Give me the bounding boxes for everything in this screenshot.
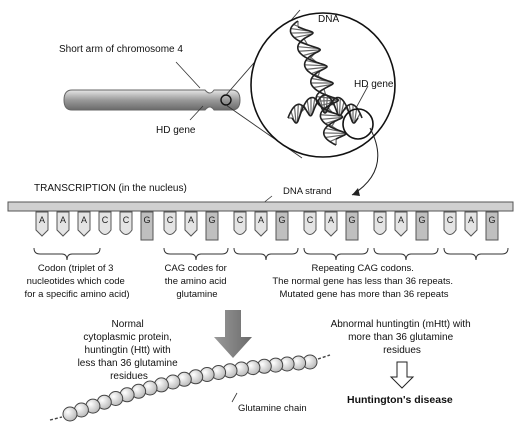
- svg-text:C: C: [377, 215, 384, 225]
- hd-gene-circle-marker: [342, 108, 374, 140]
- helix-rung: [338, 98, 341, 116]
- transcription-label: TRANSCRIPTION (in the nucleus): [34, 183, 187, 194]
- helix-rung: [325, 134, 346, 139]
- helix-rung: [313, 83, 333, 89]
- hd-gene-circle-label: HD gene: [354, 79, 394, 90]
- base-peg: G: [205, 211, 219, 241]
- dna-label: DNA: [318, 14, 339, 25]
- hd-gene-chromosome-label: HD gene: [156, 125, 196, 136]
- helix-rung: [304, 64, 327, 67]
- helix-rung: [321, 116, 343, 120]
- codon-brace: [373, 247, 439, 261]
- helix-rung: [306, 66, 327, 70]
- svg-text:C: C: [237, 215, 244, 225]
- dna-double-helix: [287, 20, 363, 146]
- base-peg: A: [464, 211, 478, 237]
- svg-text:A: A: [468, 215, 474, 225]
- chain-continuation: [49, 416, 63, 421]
- base-peg: G: [140, 211, 154, 241]
- svg-text:G: G: [278, 215, 285, 225]
- helix-rung: [316, 96, 337, 100]
- svg-text:C: C: [123, 215, 130, 225]
- base-peg: A: [184, 211, 198, 237]
- dna-magnified-circle: [250, 12, 396, 158]
- helix-rung: [298, 49, 321, 52]
- helix-backbone: [289, 20, 344, 146]
- helix-rung: [294, 33, 313, 39]
- codon-braces: [33, 247, 509, 261]
- svg-text:A: A: [81, 215, 87, 225]
- svg-text:A: A: [39, 215, 45, 225]
- codon-brace: [303, 247, 369, 261]
- abnormal-protein-label: Abnormal huntingtin (mHtt) with more tha…: [331, 319, 474, 356]
- svg-text:A: A: [258, 215, 264, 225]
- helix-rung: [293, 106, 297, 124]
- svg-text:A: A: [328, 215, 334, 225]
- cag-note: CAG codes for the amino acid glutamine: [165, 263, 230, 300]
- svg-text:G: G: [418, 215, 425, 225]
- codon-brace: [163, 247, 229, 261]
- svg-text:G: G: [208, 215, 215, 225]
- glutamine-bead: [62, 406, 78, 422]
- base-peg: C: [233, 211, 247, 235]
- helix-rung: [353, 107, 358, 123]
- svg-text:G: G: [488, 215, 495, 225]
- helix-rung: [306, 100, 311, 116]
- dna-strand-label: DNA strand: [283, 186, 332, 197]
- base-peg: C: [119, 211, 133, 235]
- base-peg: A: [254, 211, 268, 237]
- svg-text:G: G: [143, 215, 150, 225]
- chromosome-label: Short arm of chromosome 4: [59, 44, 183, 55]
- huntingtons-disease-label: Huntington's disease: [347, 394, 453, 406]
- base-peg: C: [303, 211, 317, 235]
- helix-rung: [335, 97, 339, 115]
- svg-text:C: C: [167, 215, 174, 225]
- normal-protein-label: Normal cytoplasmic protein, huntingtin (…: [78, 319, 181, 382]
- svg-text:G: G: [348, 215, 355, 225]
- base-peg: C: [443, 211, 457, 235]
- svg-text:C: C: [307, 215, 314, 225]
- translation-arrow: [214, 310, 252, 358]
- base-peg: A: [394, 211, 408, 237]
- codon-brace: [233, 247, 299, 261]
- base-peg: A: [35, 211, 49, 237]
- svg-text:C: C: [102, 215, 109, 225]
- helix-rung: [297, 46, 319, 50]
- curved-arrow-head: [352, 188, 360, 196]
- chain-continuation: [317, 354, 331, 360]
- dna-strand-bar: [7, 201, 514, 212]
- helix-rung: [323, 88, 327, 96]
- glutamine-bead-chain: [49, 354, 331, 422]
- disease-arrow: [389, 361, 415, 389]
- base-peg: A: [56, 211, 70, 237]
- codon-note: Codon (triplet of 3 nucleotides which co…: [24, 263, 129, 300]
- base-peg: A: [77, 211, 91, 237]
- chromosome: [63, 61, 241, 121]
- base-peg: G: [275, 211, 289, 241]
- base-peg: C: [163, 211, 177, 235]
- base-peg: A: [324, 211, 338, 237]
- helix-backbone: [291, 96, 359, 124]
- base-peg: C: [373, 211, 387, 235]
- helix-backbone: [287, 94, 363, 119]
- base-peg: G: [485, 211, 499, 241]
- svg-text:A: A: [188, 215, 194, 225]
- codon-brace: [33, 247, 101, 261]
- repeat-note: Repeating CAG codons. The normal gene ha…: [272, 263, 455, 300]
- svg-text:A: A: [398, 215, 404, 225]
- base-peg: C: [98, 211, 112, 235]
- svg-text:A: A: [60, 215, 66, 225]
- glutamine-chain-label: Glutamine chain: [238, 403, 307, 414]
- helix-rung: [323, 95, 326, 113]
- base-peg: G: [415, 211, 429, 241]
- svg-text:C: C: [447, 215, 454, 225]
- helix-rung: [296, 104, 299, 123]
- base-peg: G: [345, 211, 359, 241]
- curved-arrow: [351, 127, 379, 196]
- codon-brace: [443, 247, 509, 261]
